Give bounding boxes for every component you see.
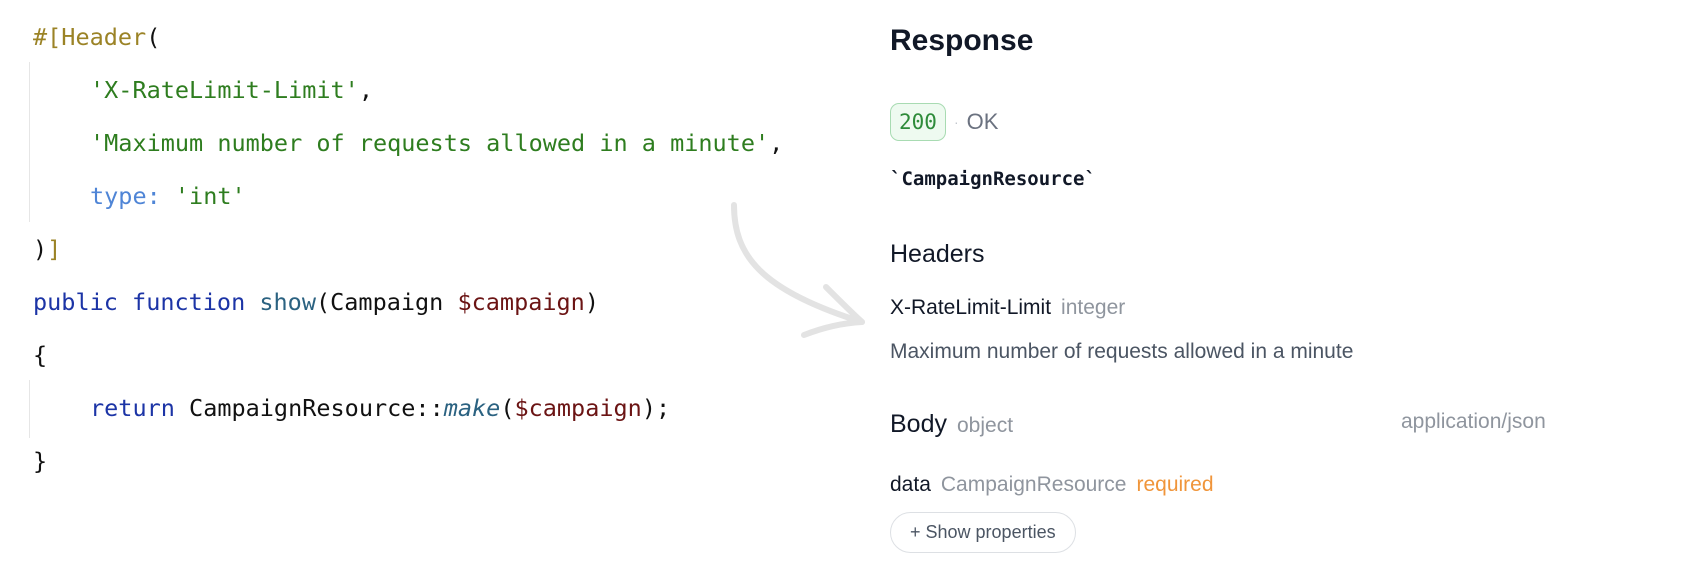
response-title: Response <box>890 24 1034 57</box>
comma-token: , <box>358 76 373 104</box>
body-type: object <box>956 414 1014 437</box>
brace-token: { <box>33 341 48 369</box>
status-text: OK <box>966 109 999 134</box>
attribute-token: #[Header <box>33 23 147 51</box>
code-line-header-name: 'X-RateLimit-Limit', <box>33 75 373 105</box>
paren-token: ( <box>146 23 161 51</box>
status-separator: · <box>953 114 959 130</box>
header-name: X-RateLimit-Limit <box>890 296 1052 319</box>
resource-name: `CampaignResource` <box>890 168 1096 190</box>
attribute-token: ] <box>47 235 62 263</box>
comma-token: , <box>769 129 784 157</box>
body-title: Body <box>890 410 947 438</box>
header-description: Maximum number of requests allowed in a … <box>890 340 1354 363</box>
curved-arrow-icon <box>731 202 865 338</box>
header-row: X-RateLimit-Limit integer <box>890 296 1125 320</box>
code-line-return: return CampaignResource::make($campaign)… <box>33 393 670 423</box>
field-type: CampaignResource <box>940 473 1127 496</box>
indent-guide <box>29 62 30 222</box>
field-row: data CampaignResource required <box>890 473 1214 497</box>
keyword-token: public <box>33 288 118 316</box>
response-docs-panel: Response 200 · OK `CampaignResource` Hea… <box>890 0 1670 571</box>
status-code-badge: 200 <box>890 103 946 141</box>
body-row: Body object <box>890 410 1013 439</box>
string-token: 'X-RateLimit-Limit' <box>90 76 359 104</box>
named-arg-token: type: <box>90 182 161 210</box>
brace-token: } <box>33 447 48 475</box>
paren-token: ( <box>315 288 331 316</box>
code-panel: #[Header( 'X-RateLimit-Limit', 'Maximum … <box>0 0 820 571</box>
headers-title: Headers <box>890 240 985 268</box>
class-token: CampaignResource <box>189 394 416 422</box>
paren-token: ) <box>33 235 48 263</box>
indent-guide <box>29 380 30 438</box>
paren-token: ( <box>500 394 515 422</box>
method-token: make <box>443 394 501 422</box>
type-token: Campaign <box>330 288 444 316</box>
content-type-label: application/json <box>1401 410 1546 433</box>
scope-token: :: <box>415 394 444 422</box>
variable-token: $campaign <box>457 288 585 316</box>
variable-token: $campaign <box>514 394 642 422</box>
code-line-type: type: 'int' <box>33 181 246 211</box>
string-token: 'Maximum number of requests allowed in a… <box>90 129 770 157</box>
show-properties-button[interactable]: + Show properties <box>890 512 1076 553</box>
status-row: 200 · OK <box>890 103 998 141</box>
code-line-brace-close: } <box>33 446 47 476</box>
header-type: integer <box>1061 296 1126 319</box>
field-name: data <box>890 473 931 496</box>
code-line-attribute-open: #[Header( <box>33 22 160 52</box>
code-line-header-desc: 'Maximum number of requests allowed in a… <box>33 128 783 158</box>
keyword-token: function <box>132 288 246 316</box>
string-token: 'int' <box>174 182 246 210</box>
paren-token: ); <box>641 394 671 422</box>
function-name-token: show <box>259 288 316 316</box>
keyword-token: return <box>90 394 175 422</box>
paren-token: ) <box>584 288 599 316</box>
required-badge: required <box>1136 473 1214 496</box>
code-line-brace-open: { <box>33 340 47 370</box>
code-line-attribute-close: )] <box>33 234 61 264</box>
code-line-signature: public function show(Campaign $campaign) <box>33 287 599 317</box>
